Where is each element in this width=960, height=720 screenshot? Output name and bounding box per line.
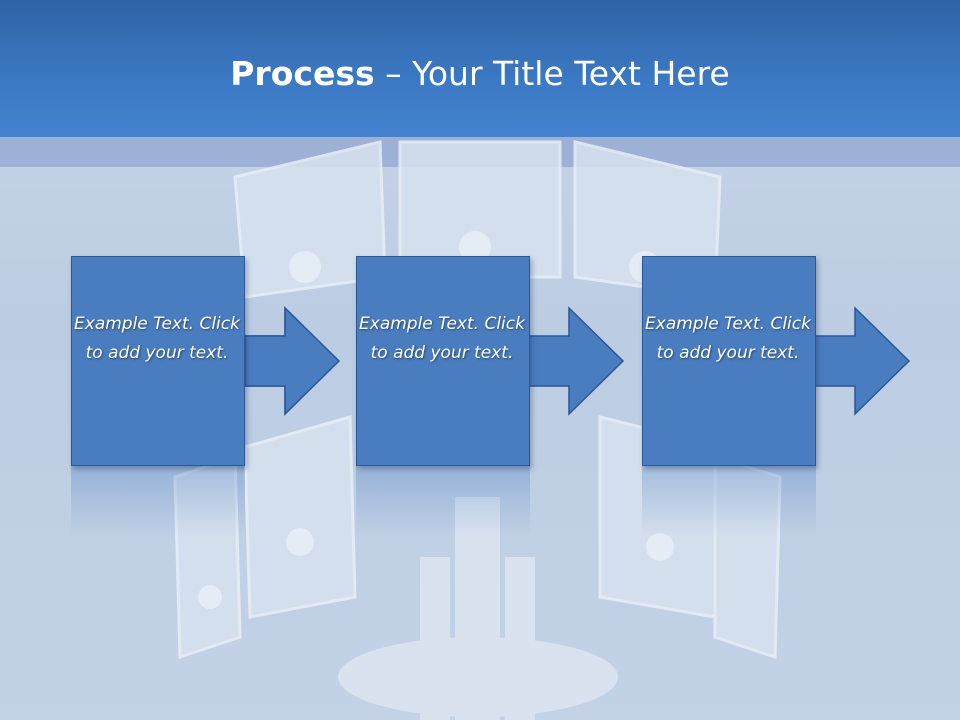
step-reflection-3 <box>642 466 816 536</box>
step-reflection-1 <box>71 466 245 536</box>
process-step-3[interactable]: Example Text. Click to add your text. <box>642 256 816 466</box>
step-box <box>356 256 530 466</box>
process-arrow-3 <box>815 306 911 416</box>
title-rest-text: – Your Title Text Here <box>374 54 730 93</box>
step-text: Example Text. Click to add your text. <box>74 314 240 363</box>
process-arrow-2 <box>529 306 625 416</box>
step-reflection-2 <box>356 466 530 536</box>
step-box <box>71 256 245 466</box>
process-step-2[interactable]: Example Text. Click to add your text. <box>356 256 530 466</box>
step-text: Example Text. Click to add your text. <box>645 314 811 363</box>
slide-title[interactable]: Process – Your Title Text Here <box>0 52 960 96</box>
process-arrow-1-head <box>245 306 341 416</box>
title-bar <box>0 0 960 137</box>
step-text: Example Text. Click to add your text. <box>359 314 525 363</box>
step-box <box>642 256 816 466</box>
process-step-1[interactable]: Example Text. Click to add your text. <box>71 256 245 466</box>
title-bold-text: Process <box>230 54 375 93</box>
